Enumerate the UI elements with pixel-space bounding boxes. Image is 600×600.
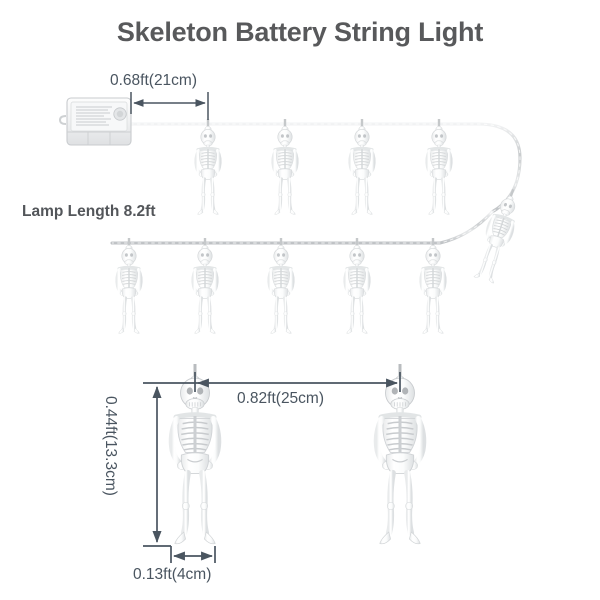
- battery-box: [58, 97, 132, 146]
- dimension-spacing-box-to-first: [130, 92, 209, 120]
- skeleton-figure: [271, 117, 299, 217]
- string-wire-connector: [110, 210, 494, 245]
- skeleton-figure: [267, 236, 295, 336]
- skeleton-figure-curved: [470, 183, 527, 286]
- skeleton-figure: [191, 236, 219, 336]
- skeleton-figure: [419, 236, 447, 336]
- dimension-skeleton-width: [170, 546, 216, 563]
- skeleton-figure: [115, 236, 143, 336]
- dimension-label-spacing-between: 0.82ft(25cm): [237, 390, 325, 407]
- skeleton-row-2: [115, 236, 447, 336]
- dimension-spacing-between: [194, 372, 401, 392]
- dimension-skeleton-height: [143, 382, 205, 547]
- dimension-label-skeleton-height: 0.44ft(13.3cm): [102, 396, 119, 496]
- skeleton-figure: [348, 117, 376, 217]
- dimension-label-skeleton-width: 0.13ft(4cm): [133, 566, 212, 583]
- skeleton-figure: [194, 117, 222, 217]
- lamp-length-label: Lamp Length 8.2ft: [22, 203, 156, 220]
- skeleton-figure: [425, 117, 453, 217]
- skeleton-figure: [343, 236, 371, 336]
- dimension-label-box-to-first: 0.68ft(21cm): [110, 72, 198, 89]
- page-title: Skeleton Battery String Light: [116, 17, 484, 47]
- string-wire-row-1: [101, 122, 522, 214]
